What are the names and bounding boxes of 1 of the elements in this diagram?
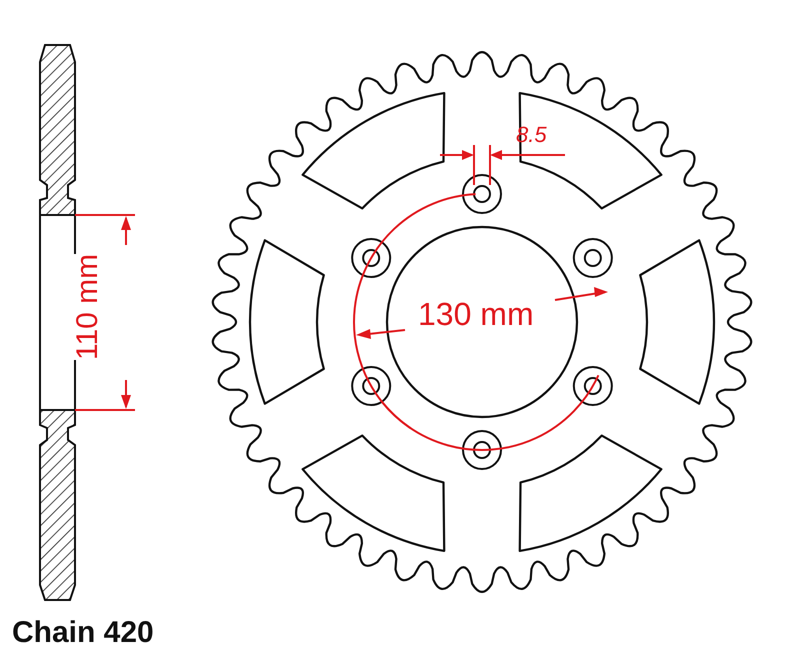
chain-size-label: Chain 420 (12, 618, 154, 648)
